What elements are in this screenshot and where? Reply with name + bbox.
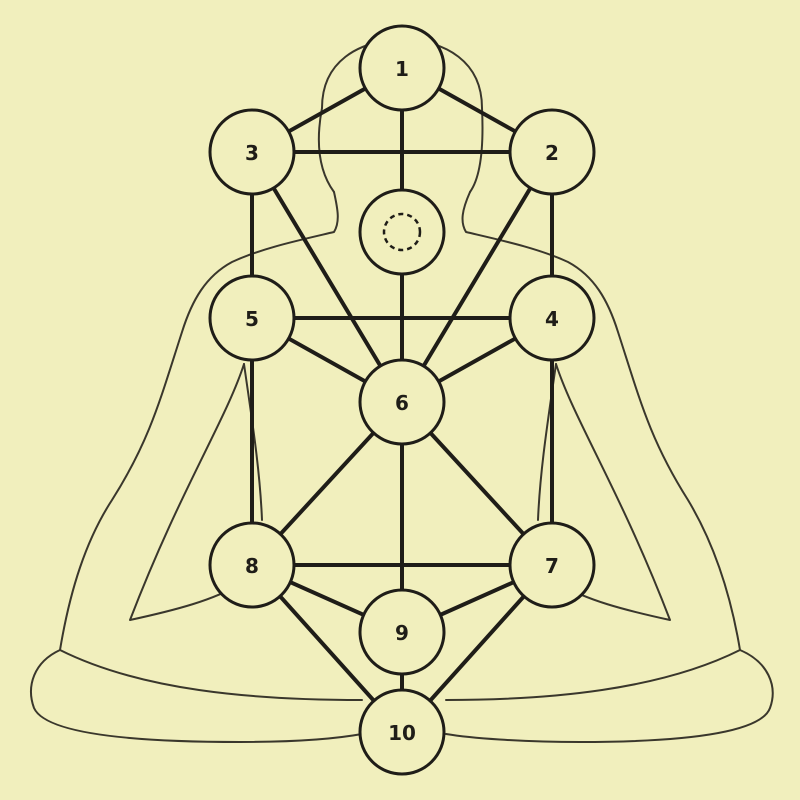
node-label-9: 9 bbox=[395, 621, 409, 645]
node-7: 7 bbox=[510, 523, 594, 607]
node-label-7: 7 bbox=[545, 554, 559, 578]
node-label-10: 10 bbox=[388, 721, 416, 745]
path-3-6 bbox=[252, 152, 402, 402]
node-label-4: 4 bbox=[545, 307, 559, 331]
node-label-5: 5 bbox=[245, 307, 259, 331]
node-label-3: 3 bbox=[245, 141, 259, 165]
node-9: 9 bbox=[360, 590, 444, 674]
node-8: 8 bbox=[210, 523, 294, 607]
node-6: 6 bbox=[360, 360, 444, 444]
node-label-8: 8 bbox=[245, 554, 259, 578]
node-hidden bbox=[360, 190, 444, 274]
node-label-6: 6 bbox=[395, 391, 409, 415]
node-label-1: 1 bbox=[395, 57, 409, 81]
node-2: 2 bbox=[510, 110, 594, 194]
node-circle-hidden bbox=[360, 190, 444, 274]
node-4: 4 bbox=[510, 276, 594, 360]
path-2-6 bbox=[402, 152, 552, 402]
node-10: 10 bbox=[360, 690, 444, 774]
node-3: 3 bbox=[210, 110, 294, 194]
node-label-2: 2 bbox=[545, 141, 559, 165]
node-1: 1 bbox=[360, 26, 444, 110]
node-5: 5 bbox=[210, 276, 294, 360]
